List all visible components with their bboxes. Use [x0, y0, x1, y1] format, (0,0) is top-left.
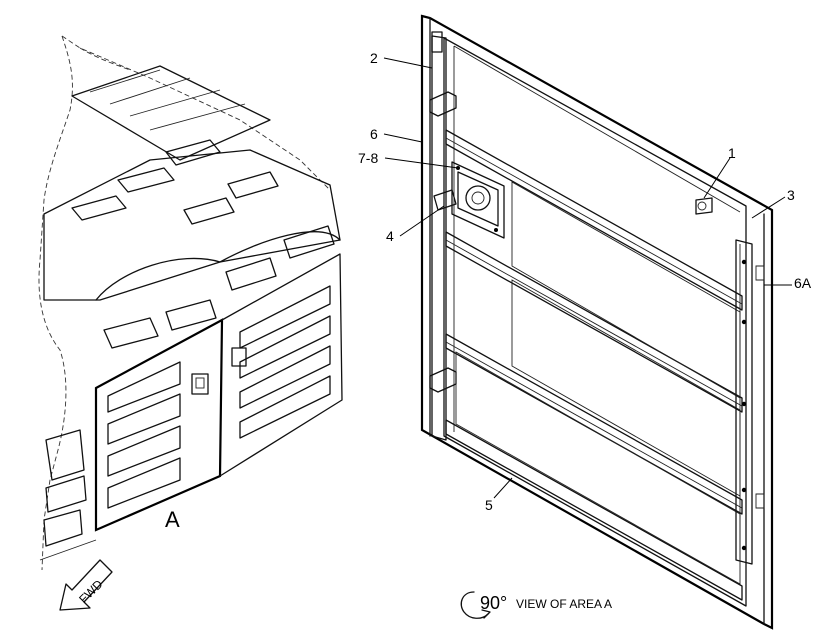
callout-1: 1	[728, 145, 736, 161]
rotate-arrow-icon	[460, 591, 489, 619]
enclosure-overview	[38, 35, 343, 571]
view-angle: 90°	[480, 593, 507, 613]
leader-lines	[383, 57, 792, 499]
rotate-view-label: 90° VIEW OF AREA A	[460, 591, 612, 619]
callout-7-8: 7-8	[358, 150, 378, 166]
area-label: A	[165, 507, 180, 532]
callout-6: 6	[370, 126, 378, 142]
callout-5: 5	[485, 497, 493, 513]
callout-4: 4	[386, 228, 394, 244]
callout-2: 2	[370, 50, 378, 66]
fwd-arrow-icon: FWD	[59, 559, 113, 611]
view-caption: VIEW OF AREA A	[516, 597, 612, 611]
door-detail	[420, 14, 774, 630]
callout-3: 3	[787, 187, 795, 203]
callout-6a: 6A	[794, 275, 812, 291]
